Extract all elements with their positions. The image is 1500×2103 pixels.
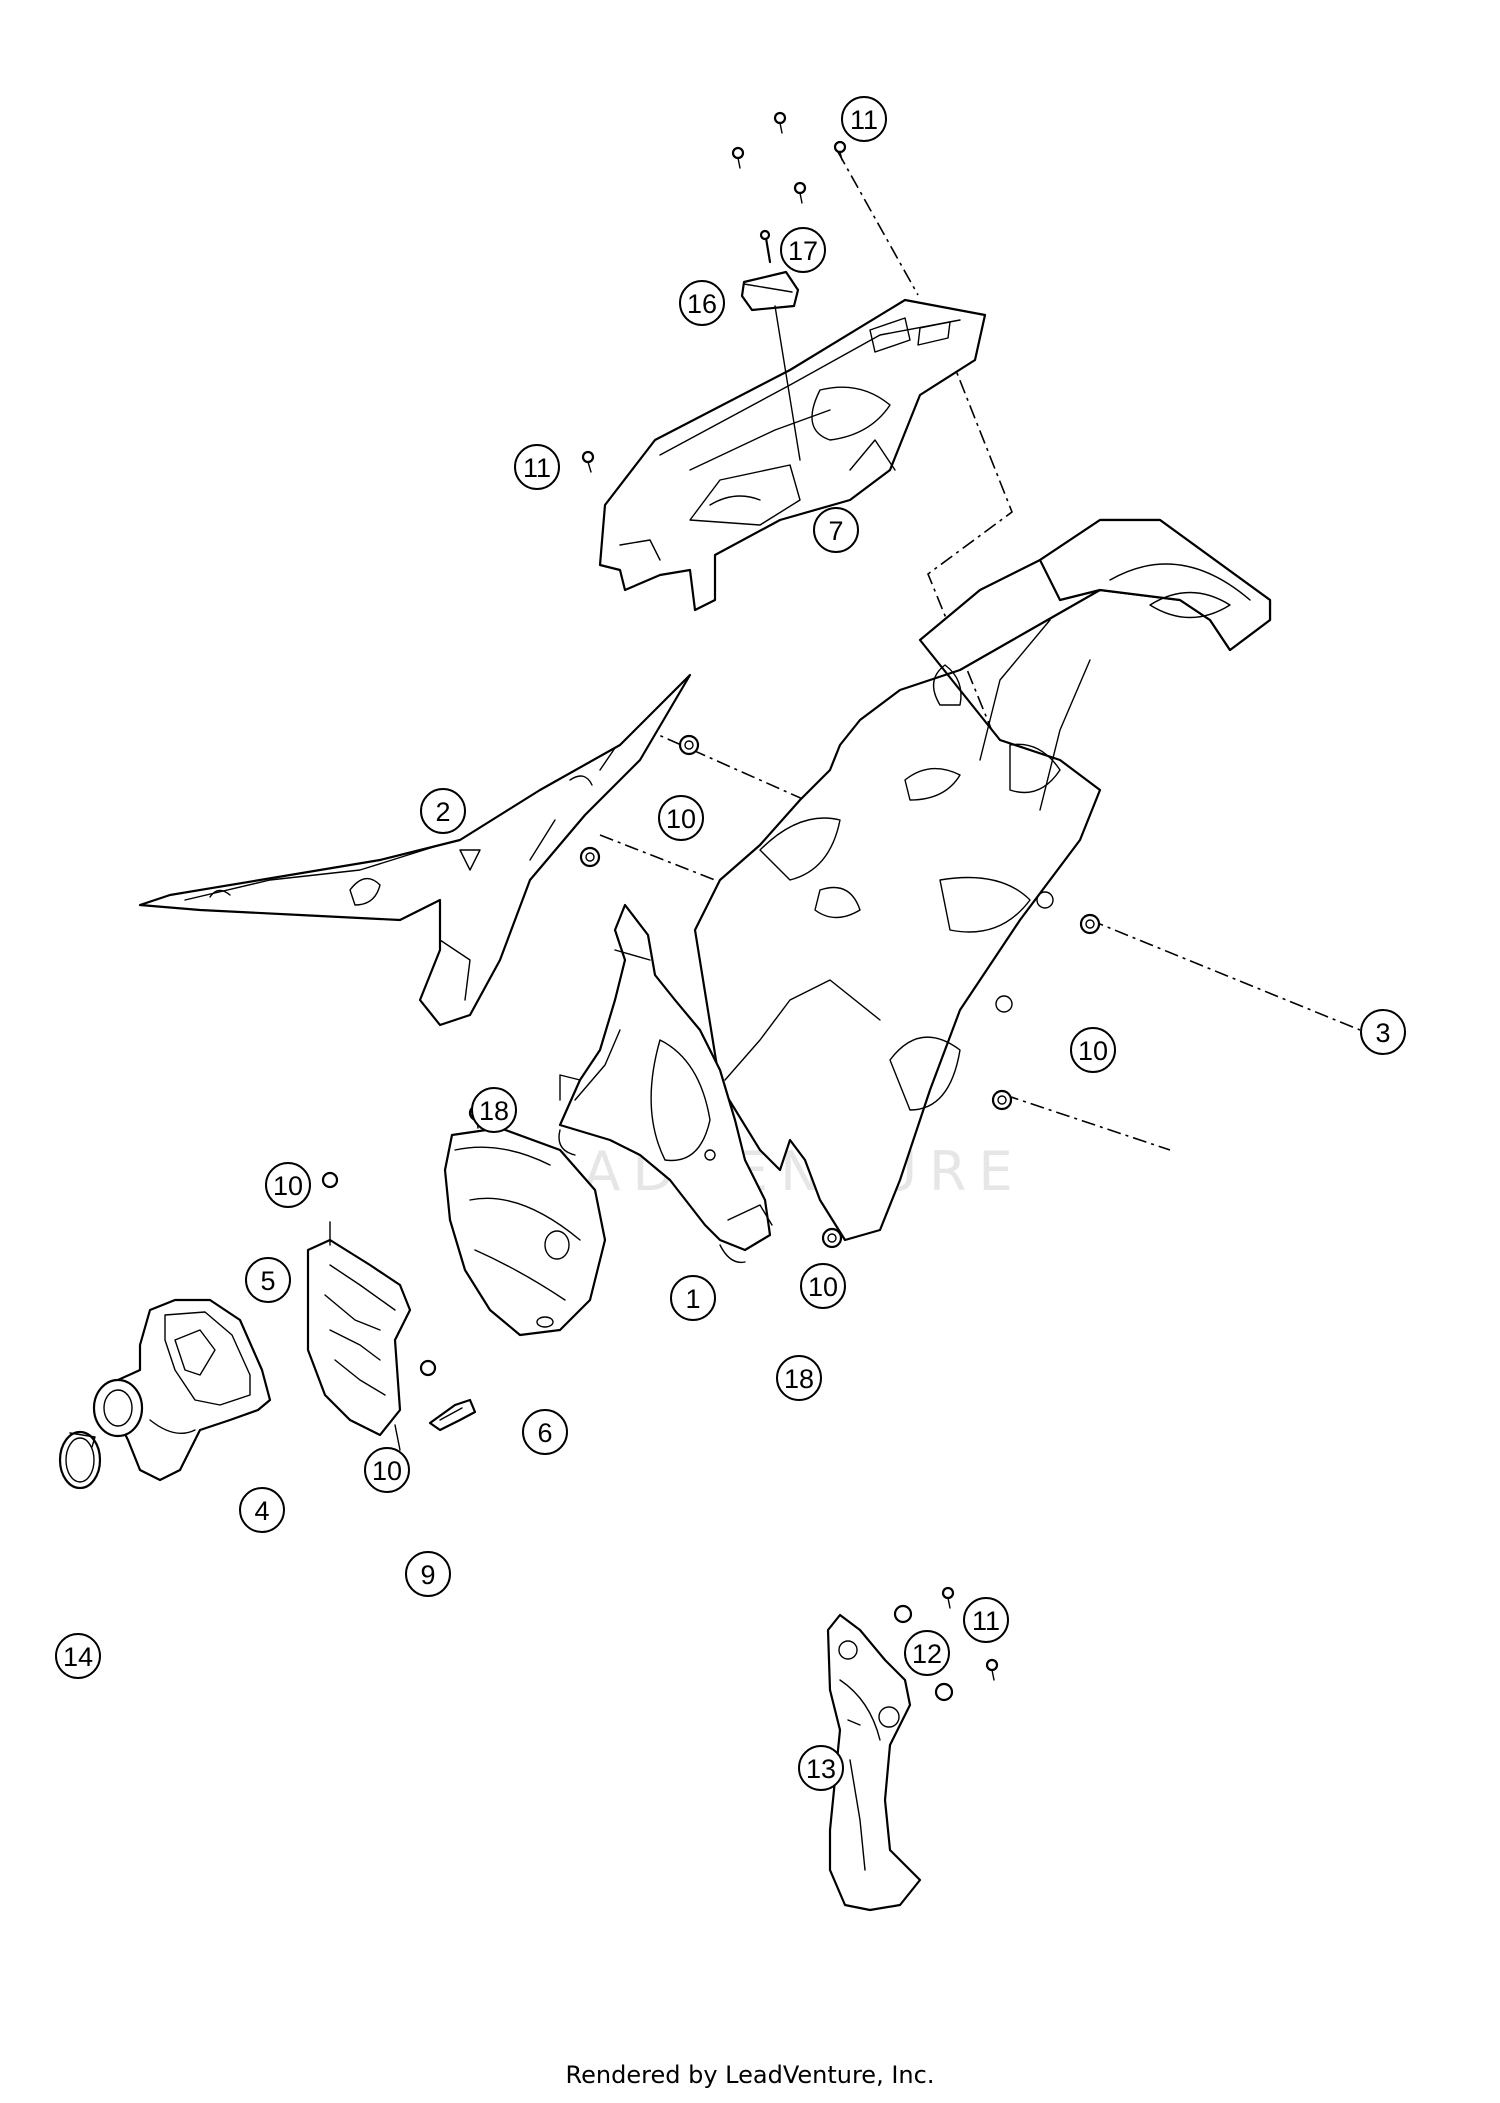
- callout-label: 6: [537, 1418, 552, 1448]
- callout-3: 3: [1360, 1009, 1406, 1055]
- callout-label: 16: [687, 289, 717, 319]
- leader-lines: [599, 151, 1361, 1151]
- callout-11-top: 11: [841, 96, 887, 142]
- callout-label: 10: [808, 1272, 838, 1302]
- callout-label: 10: [1078, 1036, 1108, 1066]
- callout-17: 17: [780, 227, 826, 273]
- callout-label: 4: [254, 1496, 269, 1526]
- callout-13: 13: [798, 1745, 844, 1791]
- callout-4: 4: [239, 1487, 285, 1533]
- callout-10-upper: 10: [658, 795, 704, 841]
- part-17-screw: [759, 229, 772, 264]
- callout-label: 2: [435, 797, 450, 827]
- callout-label: 10: [666, 804, 696, 834]
- callout-18-upper: 18: [471, 1087, 517, 1133]
- callout-10-right: 10: [1070, 1027, 1116, 1073]
- part-6-filter-cover: [443, 1126, 607, 1337]
- callout-label: 7: [828, 516, 843, 546]
- callout-label: 12: [912, 1639, 942, 1669]
- callout-label: 17: [788, 236, 818, 266]
- part-16-rubber-strap: [740, 270, 801, 461]
- part-9-clip: [428, 1398, 477, 1432]
- callout-label: 10: [372, 1456, 402, 1486]
- callout-label: 18: [784, 1364, 814, 1394]
- callout-16: 16: [679, 280, 725, 326]
- callout-10-left: 10: [265, 1162, 311, 1208]
- callout-label: 10: [273, 1171, 303, 1201]
- part-7-rear-frame-section: [598, 298, 987, 612]
- callout-label: 14: [63, 1642, 93, 1672]
- part-1-air-box-frame: [558, 903, 773, 1264]
- callout-label: 9: [420, 1560, 435, 1590]
- callout-5: 5: [245, 1257, 291, 1303]
- bolts-group-top: [581, 111, 847, 473]
- callout-label: 3: [1375, 1018, 1390, 1048]
- callout-9: 9: [405, 1551, 451, 1597]
- callout-label: 18: [479, 1096, 509, 1126]
- callout-label: 5: [260, 1266, 275, 1296]
- callout-label: 11: [972, 1606, 1000, 1636]
- callout-10-lower: 10: [364, 1447, 410, 1493]
- part-4-intake-boot: [92, 1298, 272, 1482]
- part-14-hose-clamp: [58, 1430, 102, 1490]
- callout-label: 1: [685, 1284, 700, 1314]
- part-5-filter-cage: [306, 1221, 412, 1451]
- callout-label: 11: [850, 105, 878, 135]
- callout-label: 13: [806, 1754, 836, 1784]
- callout-7: 7: [813, 507, 859, 553]
- footer-credit: Rendered by LeadVenture, Inc.: [565, 2061, 935, 2089]
- callout-18-lower: 18: [776, 1355, 822, 1401]
- callout-label: 11: [523, 453, 551, 483]
- part-3-rear-fender: [693, 518, 1272, 1242]
- callout-11-left: 11: [514, 444, 560, 490]
- callout-14: 14: [55, 1633, 101, 1679]
- callout-10-center: 10: [800, 1263, 846, 1309]
- part-2-left-side-cover: [138, 673, 692, 1027]
- callout-6: 6: [522, 1409, 568, 1455]
- callout-1: 1: [670, 1275, 716, 1321]
- callout-2: 2: [420, 788, 466, 834]
- callout-12: 12: [904, 1630, 950, 1676]
- callout-11-lower: 11: [963, 1597, 1009, 1643]
